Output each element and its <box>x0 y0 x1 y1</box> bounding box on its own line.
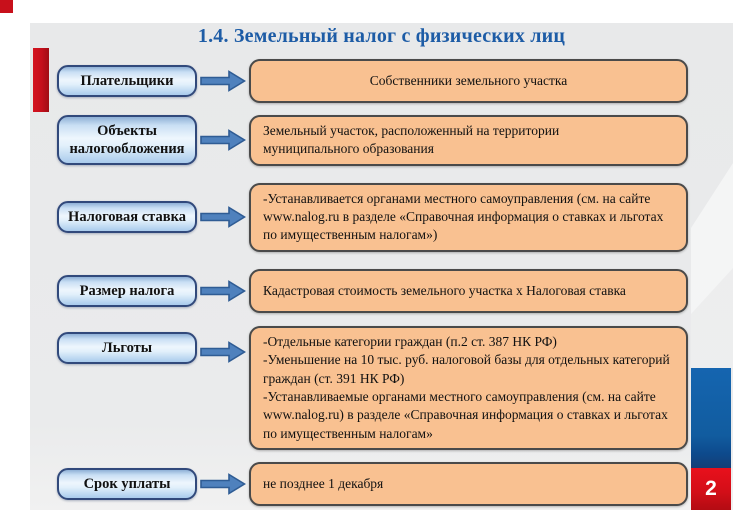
row-tax-amount: Размер налога Кадастровая стоимость земе… <box>57 268 688 313</box>
left-red-accent-bar <box>33 48 49 112</box>
label-wrap: Льготы <box>57 326 197 450</box>
content-tax-amount: Кадастровая стоимость земельного участка… <box>249 268 688 313</box>
row-benefits: Льготы -Отдельные категории граждан (п.2… <box>57 325 688 450</box>
right-arrow-icon <box>197 462 249 506</box>
content-text: Земельный участок, расположенный на терр… <box>263 123 560 157</box>
row-payers: Плательщики Собственники земельного учас… <box>57 59 688 103</box>
label-benefits: Льготы <box>57 331 197 364</box>
content-benefits: -Отдельные категории граждан (п.2 ст. 38… <box>249 325 688 450</box>
content-payers: Собственники земельного участка <box>249 59 688 103</box>
row-objects: Объекты налогообложения Земельный участо… <box>57 115 688 166</box>
content-text: -Устанавливается органами местного самоу… <box>263 190 664 243</box>
label-wrap: Объекты налогообложения <box>57 115 197 166</box>
right-arrow-icon <box>197 326 249 450</box>
right-arrow-icon <box>197 59 249 103</box>
right-blue-accent-bar <box>691 368 731 468</box>
content-text: не позднее 1 декабря <box>263 475 384 491</box>
content-text: -Устанавливаемые органами местного самоу… <box>263 388 668 441</box>
diagram-rows: Плательщики Собственники земельного учас… <box>57 59 688 506</box>
right-arrow-icon <box>197 269 249 313</box>
slide: 1.4. Земельный налог с физических лиц Пл… <box>30 23 733 510</box>
label-wrap: Срок уплаты <box>57 462 197 506</box>
label-wrap: Плательщики <box>57 59 197 103</box>
content-text: -Отдельные категории граждан (п.2 ст. 38… <box>263 333 557 349</box>
label-tax-rate: Налоговая ставка <box>57 201 197 234</box>
label-payers: Плательщики <box>57 64 197 98</box>
content-text: -Уменьшение на 10 тыс. руб. налоговой ба… <box>263 352 670 386</box>
content-tax-rate: -Устанавливается органами местного самоу… <box>249 182 688 252</box>
content-text: Собственники земельного участка <box>369 72 568 88</box>
right-arrow-icon <box>197 115 249 166</box>
row-payment-deadline: Срок уплаты не позднее 1 декабря <box>57 461 688 506</box>
content-text: Кадастровая стоимость земельного участка… <box>263 282 626 298</box>
row-tax-rate: Налоговая ставка -Устанавливается органа… <box>57 182 688 252</box>
content-objects: Земельный участок, расположенный на терр… <box>249 115 688 166</box>
page-title: 1.4. Земельный налог с физических лиц <box>197 25 566 47</box>
content-payment-deadline: не позднее 1 декабря <box>249 461 688 506</box>
label-payment-deadline: Срок уплаты <box>57 467 197 501</box>
label-wrap: Размер налога <box>57 269 197 313</box>
label-wrap: Налоговая ставка <box>57 183 197 252</box>
right-arrow-icon <box>197 183 249 252</box>
label-objects: Объекты налогообложения <box>57 115 197 166</box>
page-number-badge: 2 <box>691 468 731 510</box>
corner-accent-square <box>0 0 13 13</box>
label-tax-amount: Размер налога <box>57 274 197 307</box>
